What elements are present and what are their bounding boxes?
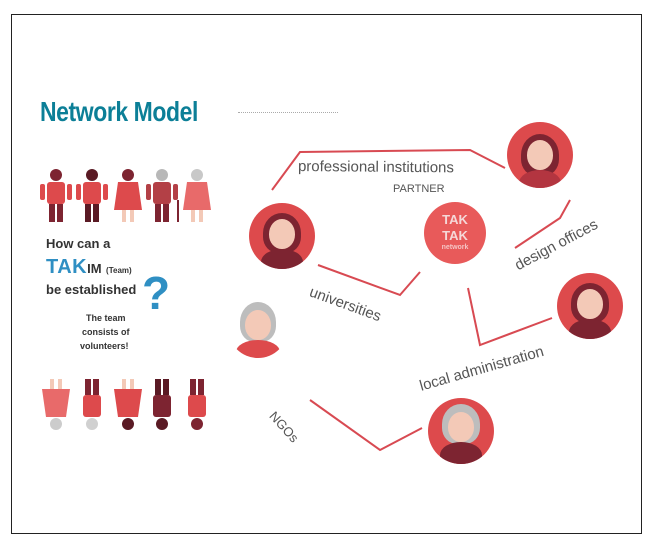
avatar-local-administration xyxy=(557,273,623,339)
avatar-elder xyxy=(428,398,494,464)
logo-line-3: network xyxy=(441,244,469,251)
question-line-1: How can a xyxy=(46,236,111,251)
avatar-universities xyxy=(249,203,315,269)
logo-line-2: TAK xyxy=(442,228,468,243)
label-partner: PARTNER xyxy=(393,183,445,195)
takim-team: (Team) xyxy=(106,266,132,275)
page-title: Network Model xyxy=(40,96,198,127)
title-dotted-trail xyxy=(238,112,338,119)
avatar-design-offices xyxy=(507,122,573,188)
question-line-3: be established xyxy=(46,282,137,297)
team-line-2: consists of xyxy=(82,327,130,337)
takim-suffix: IM xyxy=(87,261,102,276)
takim-prefix: TAK xyxy=(46,256,88,278)
team-line-3: volunteers! xyxy=(80,341,129,351)
takim-line: TAKIM (Team) xyxy=(46,256,132,279)
logo-line-1: TAK xyxy=(442,212,468,227)
label-professional-institutions: professional institutions xyxy=(297,158,454,177)
team-line-1: The team xyxy=(86,313,126,323)
question-mark: ? xyxy=(142,267,171,319)
tak-tak-network-logo: TAK TAK network xyxy=(424,202,486,264)
avatar-ngos xyxy=(228,298,288,358)
